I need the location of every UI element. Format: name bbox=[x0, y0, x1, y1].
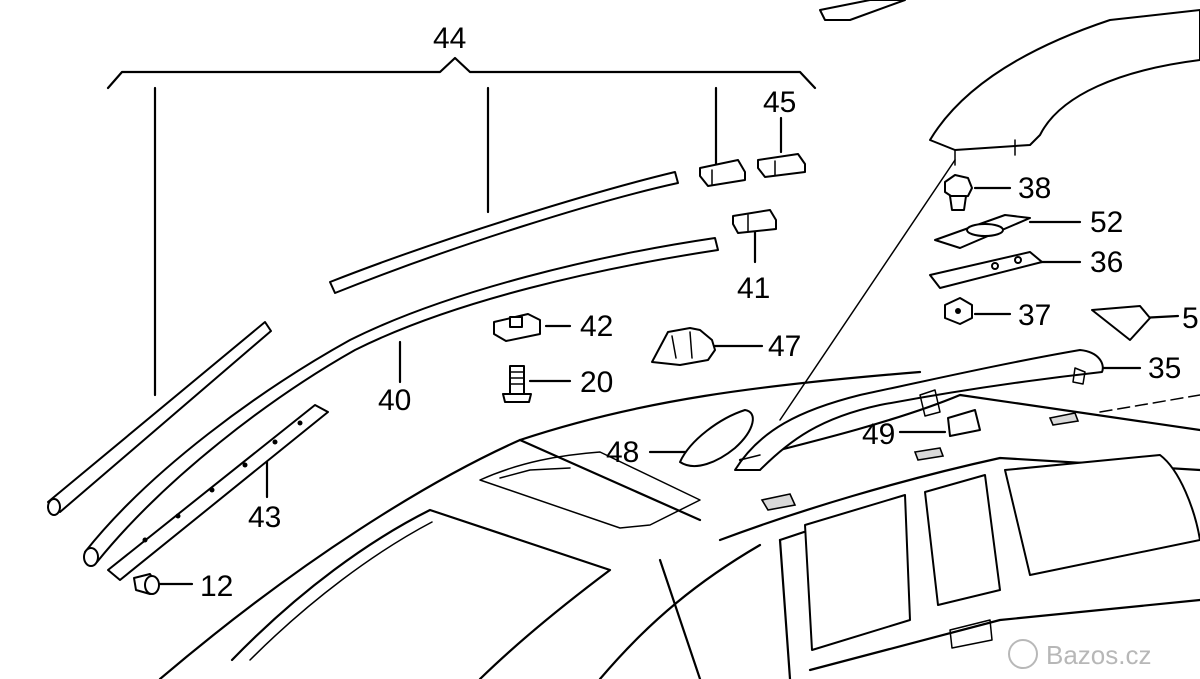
label-49: 49 bbox=[862, 418, 895, 451]
plate-36 bbox=[929, 251, 1043, 289]
moulding-strip-upper bbox=[329, 171, 679, 294]
label-52: 52 bbox=[1090, 206, 1123, 239]
moulding-strip-left-upper bbox=[47, 321, 272, 516]
label-36: 36 bbox=[1090, 246, 1123, 279]
label-47: 47 bbox=[768, 330, 801, 363]
roof-rail-35 bbox=[734, 349, 1200, 511]
label-12: 12 bbox=[200, 570, 233, 603]
trim-strip-43 bbox=[107, 404, 329, 581]
bracket-44 bbox=[106, 56, 817, 397]
watermark: Bazos.cz bbox=[1008, 639, 1152, 670]
label-42: 42 bbox=[580, 310, 613, 343]
clip-44a bbox=[699, 159, 746, 187]
leader-rail-end bbox=[779, 159, 956, 421]
label-20: 20 bbox=[580, 366, 613, 399]
label-48: 48 bbox=[606, 436, 639, 469]
part-5-fragment bbox=[1091, 305, 1151, 341]
pad-48 bbox=[679, 409, 754, 467]
label-37: 37 bbox=[1018, 299, 1051, 332]
watermark-text: Bazos.cz bbox=[1046, 640, 1152, 670]
cap-49 bbox=[947, 409, 981, 437]
clip-41 bbox=[732, 209, 777, 234]
vehicle-roof bbox=[158, 370, 1200, 679]
label-43: 43 bbox=[248, 501, 281, 534]
label-44: 44 bbox=[433, 22, 466, 55]
rail-top-fragment bbox=[819, 0, 906, 21]
bracket-47 bbox=[651, 327, 716, 366]
nut-37 bbox=[944, 297, 973, 325]
moulding-strip-40 bbox=[83, 237, 719, 567]
label-35: 35 bbox=[1148, 352, 1181, 385]
watermark-logo-icon bbox=[1008, 639, 1038, 669]
label-5: 5 bbox=[1182, 302, 1199, 335]
label-40: 40 bbox=[378, 384, 411, 417]
label-45: 45 bbox=[763, 86, 796, 119]
clip-45 bbox=[757, 153, 806, 178]
gasket-52 bbox=[934, 214, 1031, 249]
roof-rail-end-cap bbox=[929, 9, 1200, 166]
label-41: 41 bbox=[737, 272, 770, 305]
label-38: 38 bbox=[1018, 172, 1051, 205]
plug-12 bbox=[133, 573, 160, 595]
screw-20 bbox=[502, 365, 532, 403]
clip-42 bbox=[493, 313, 541, 342]
nut-38 bbox=[944, 174, 973, 211]
